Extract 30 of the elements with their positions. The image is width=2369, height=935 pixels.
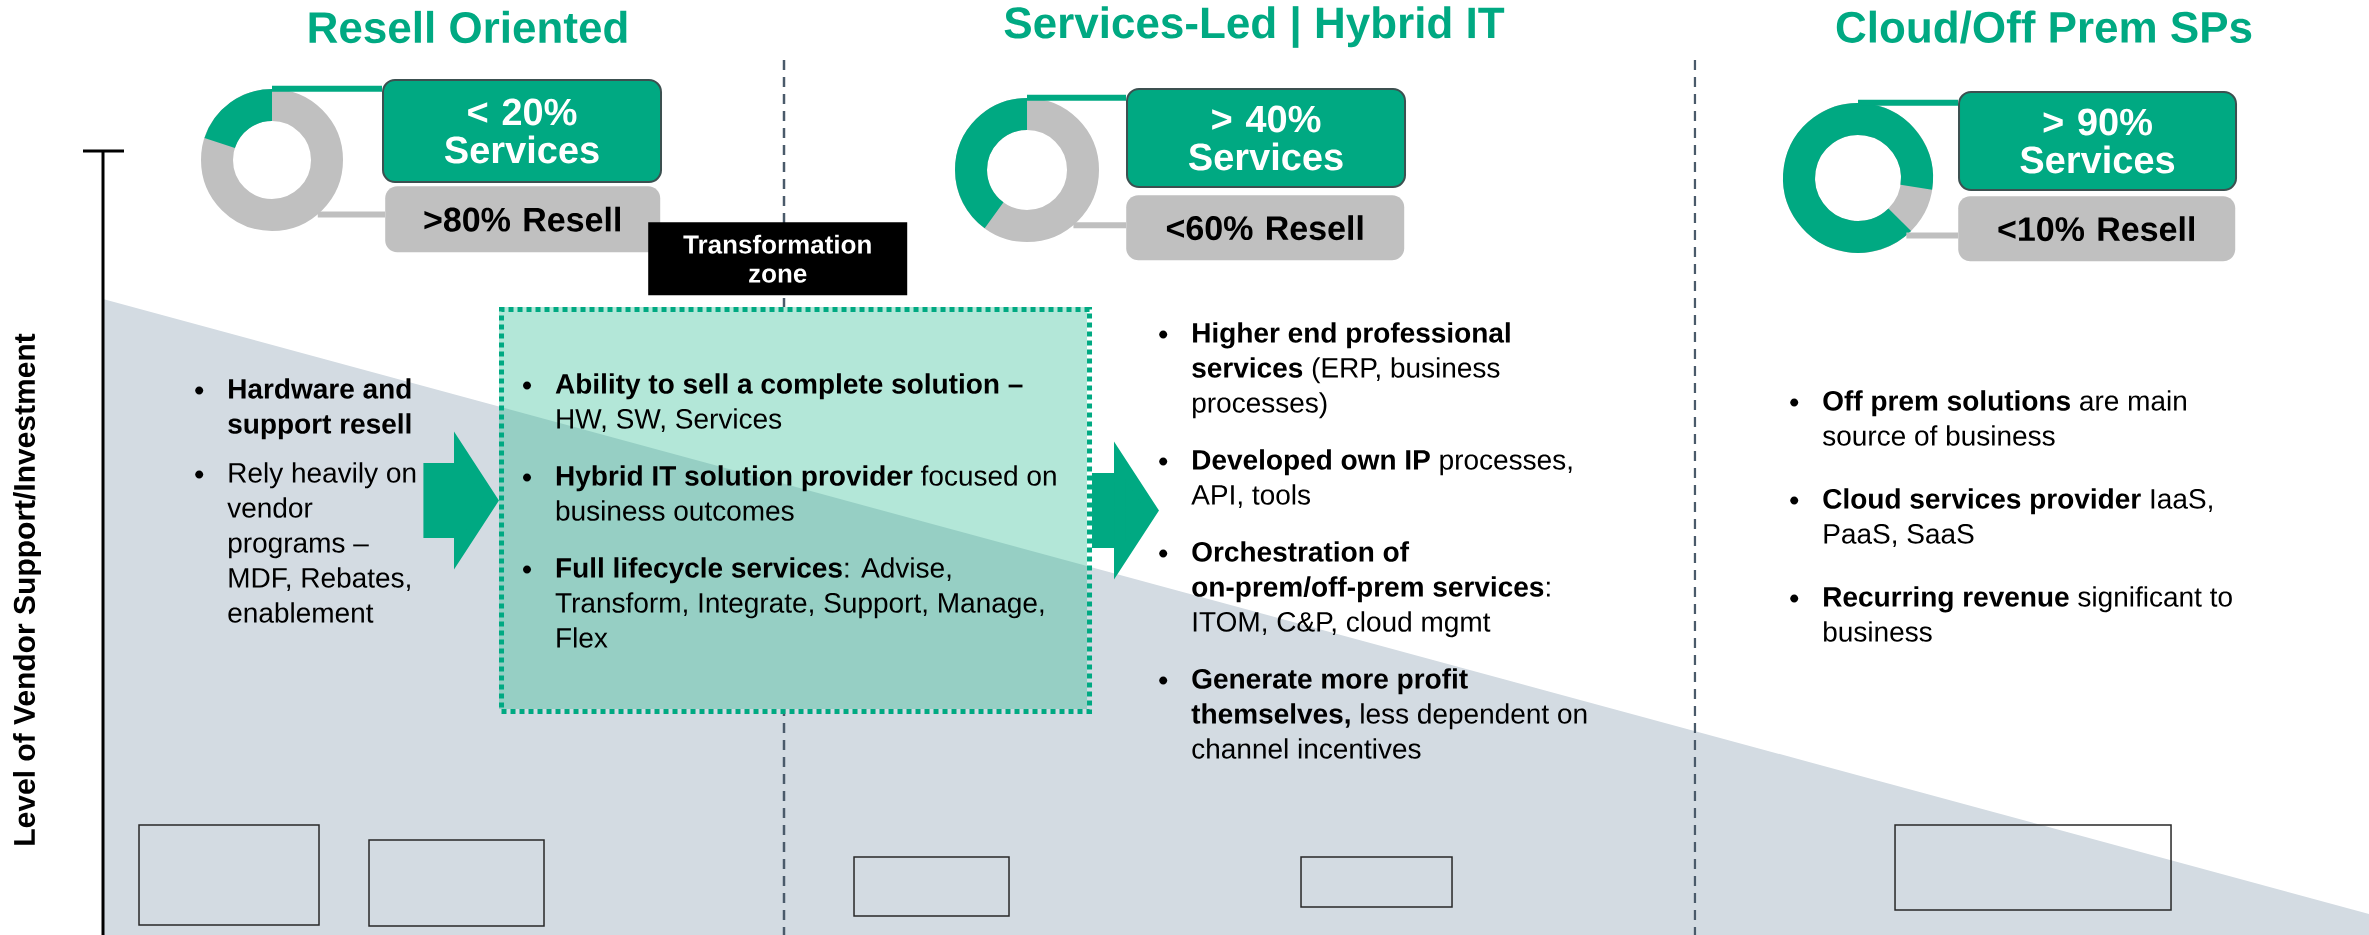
zone-label: Transformation zone: [648, 222, 908, 296]
column-heading: Services-Led | Hybrid IT: [1004, 6, 1505, 48]
connector-line: [317, 211, 385, 218]
bullet-point: Full lifecycle services: Advise, Transform, Integrate, Support, Manage, Flex: [523, 557, 1044, 648]
donut-chart: [1783, 103, 1933, 253]
bullet-point: Higher end professional services (ERP, business processes): [1159, 322, 1510, 419]
bullet-point: Hardware and support resell: [195, 378, 411, 440]
column-heading: Resell Oriented: [309, 10, 627, 44]
percentage-box: > 90% Services: [1958, 91, 2238, 191]
bullet-point: Ability to sell a complete solution – HW, SW, Services: [523, 373, 1023, 433]
bullet-point: Off prem solutions are main source of business: [1790, 390, 2186, 446]
connector-line: [1906, 232, 1958, 239]
percentage-box: <10% Resell: [1958, 196, 2236, 262]
connector-line: [1073, 222, 1126, 229]
percentage-box: >80% Resell: [385, 186, 661, 253]
percentage-box: <60% Resell: [1126, 195, 1405, 261]
column-heading: Cloud/Off Prem SPs: [1836, 10, 2252, 44]
bullet-point: Orchestration of on-prem/off-prem services: ITOM, C&P, cloud mgmt: [1159, 541, 1550, 638]
bullet-point: Cloud services provider IaaS, PaaS, SaaS: [1790, 488, 2212, 548]
bullet-point: Developed own IP processes, API, tools: [1159, 449, 1572, 509]
bullet-point: Rely heavily on vendor programs – MDF, Rebates, enablement: [195, 462, 416, 623]
axis-label: Level of Vendor Support/Investment: [13, 333, 41, 845]
percentage-box: > 40% Services: [1126, 88, 1406, 188]
bullet-point: Generate more profit themselves, less dependent on channel incentives: [1159, 668, 1587, 759]
bullet-point: Hybrid IT solution provider focused on business outcomes: [523, 465, 1056, 521]
transformation-box: [499, 307, 1092, 714]
percentage-box: < 20% Services: [382, 79, 662, 183]
donut-chart: [201, 89, 343, 231]
donut-chart: [955, 98, 1099, 242]
bullet-point: Recurring revenue significant to business: [1790, 586, 2232, 642]
